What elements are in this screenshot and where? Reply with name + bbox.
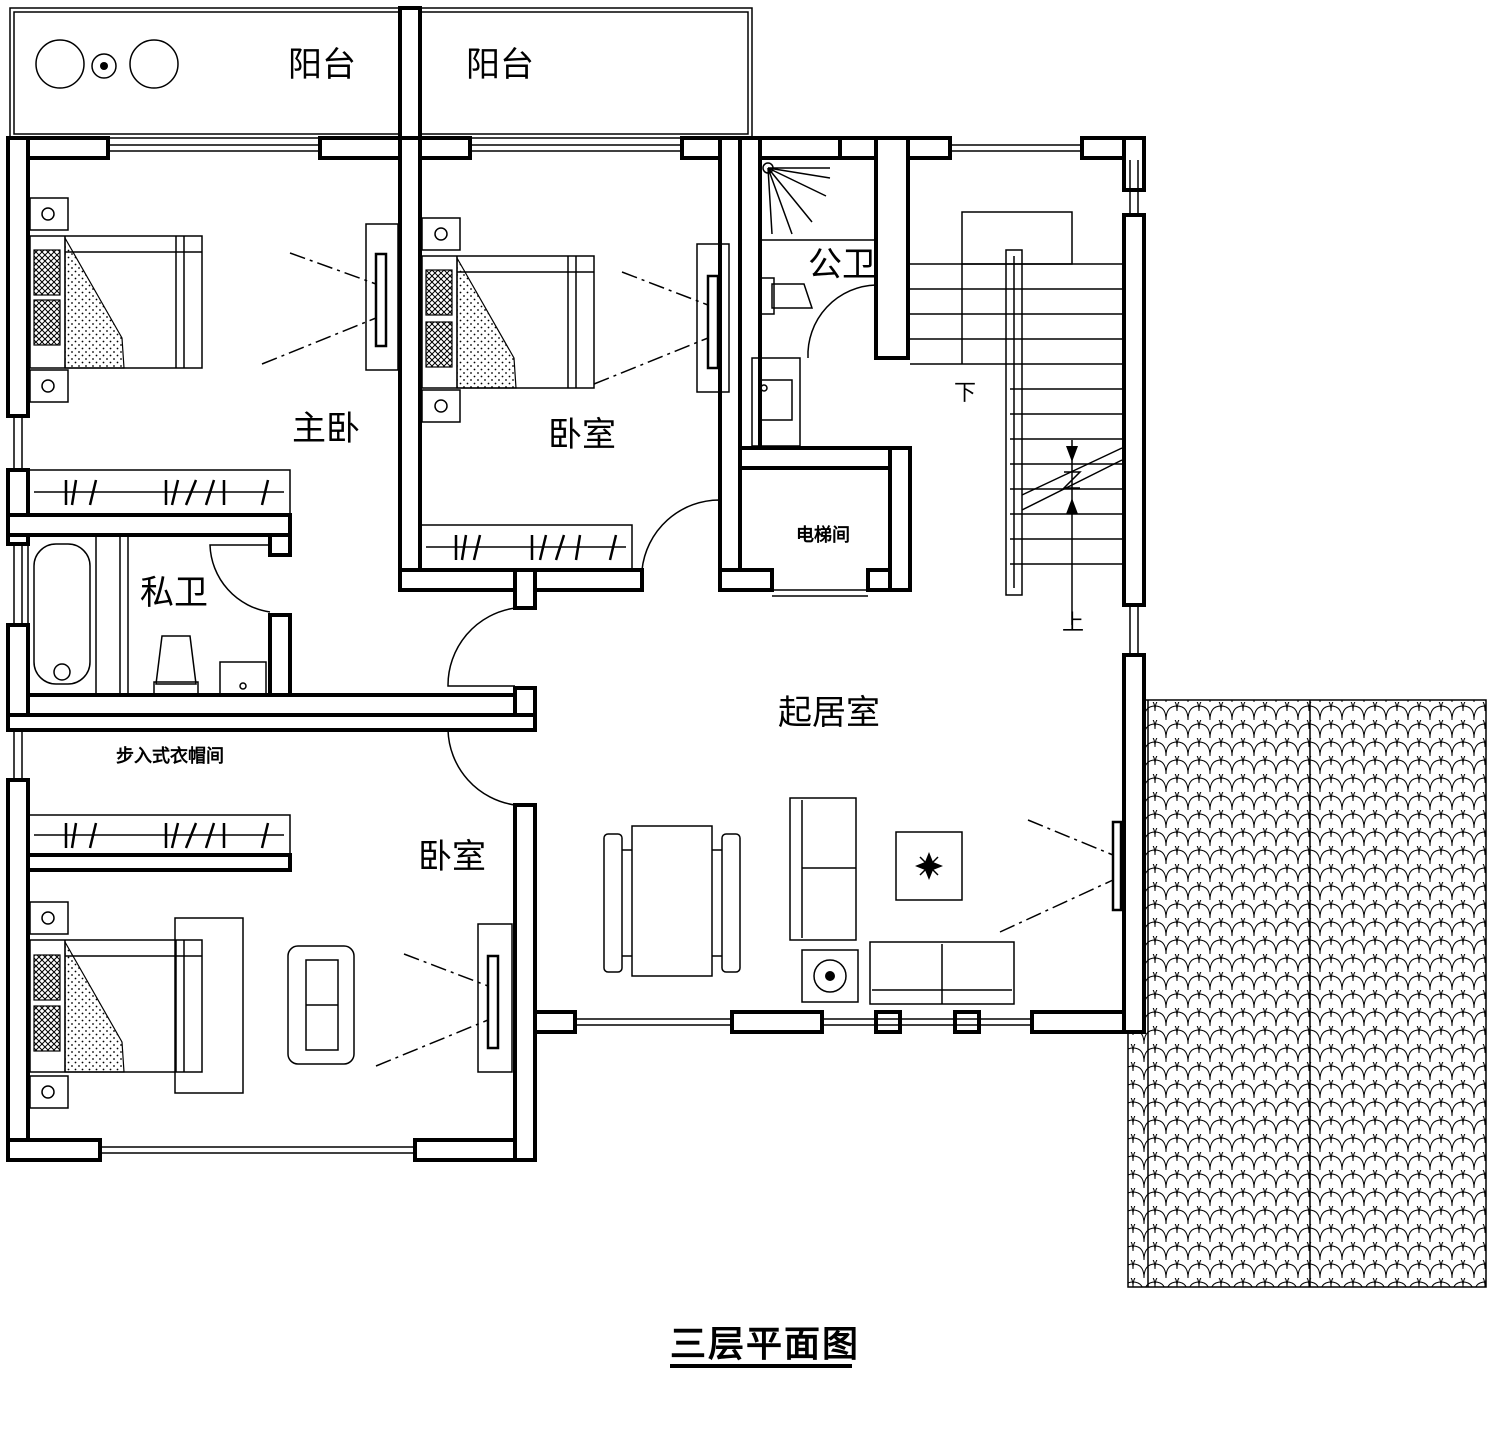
compass-rose-icon [915,852,943,880]
wardrobes [27,469,633,856]
drawing-title: 三层平面图 [670,1324,860,1365]
label-bedroom-top: 卧室 [548,415,616,455]
windows [13,144,1139,1154]
label-master-bedroom: 主卧 [292,409,360,449]
balcony-area [9,7,753,139]
label-walk-in-closet: 步入式衣帽间 [116,745,224,767]
staircase [910,211,1124,625]
label-stairs-down: 下 [954,381,976,406]
label-stairs-up: 上 [1062,611,1084,636]
roof-tile-pattern [1127,699,1487,1288]
label-bedroom-bottom: 卧室 [418,837,486,877]
bed-bedroom-top [421,217,595,423]
bed-bedroom-bottom [29,901,355,1109]
label-public-bath: 公卫 [808,245,876,285]
label-balcony-right: 阳台 [466,45,534,85]
label-elevator: 电梯间 [796,524,850,546]
interior-walls [6,136,912,872]
label-private-bath: 私卫 [140,573,208,613]
doors [209,284,877,806]
elevator-shaft [772,589,868,597]
private-bath-fixtures [27,534,267,696]
bed-master [29,197,203,403]
public-bath-fixtures [751,162,876,447]
living-room-furniture [603,797,1015,1005]
label-living-room: 起居室 [778,693,880,733]
tv-units [261,223,1123,1073]
label-balcony-left: 阳台 [288,45,356,85]
